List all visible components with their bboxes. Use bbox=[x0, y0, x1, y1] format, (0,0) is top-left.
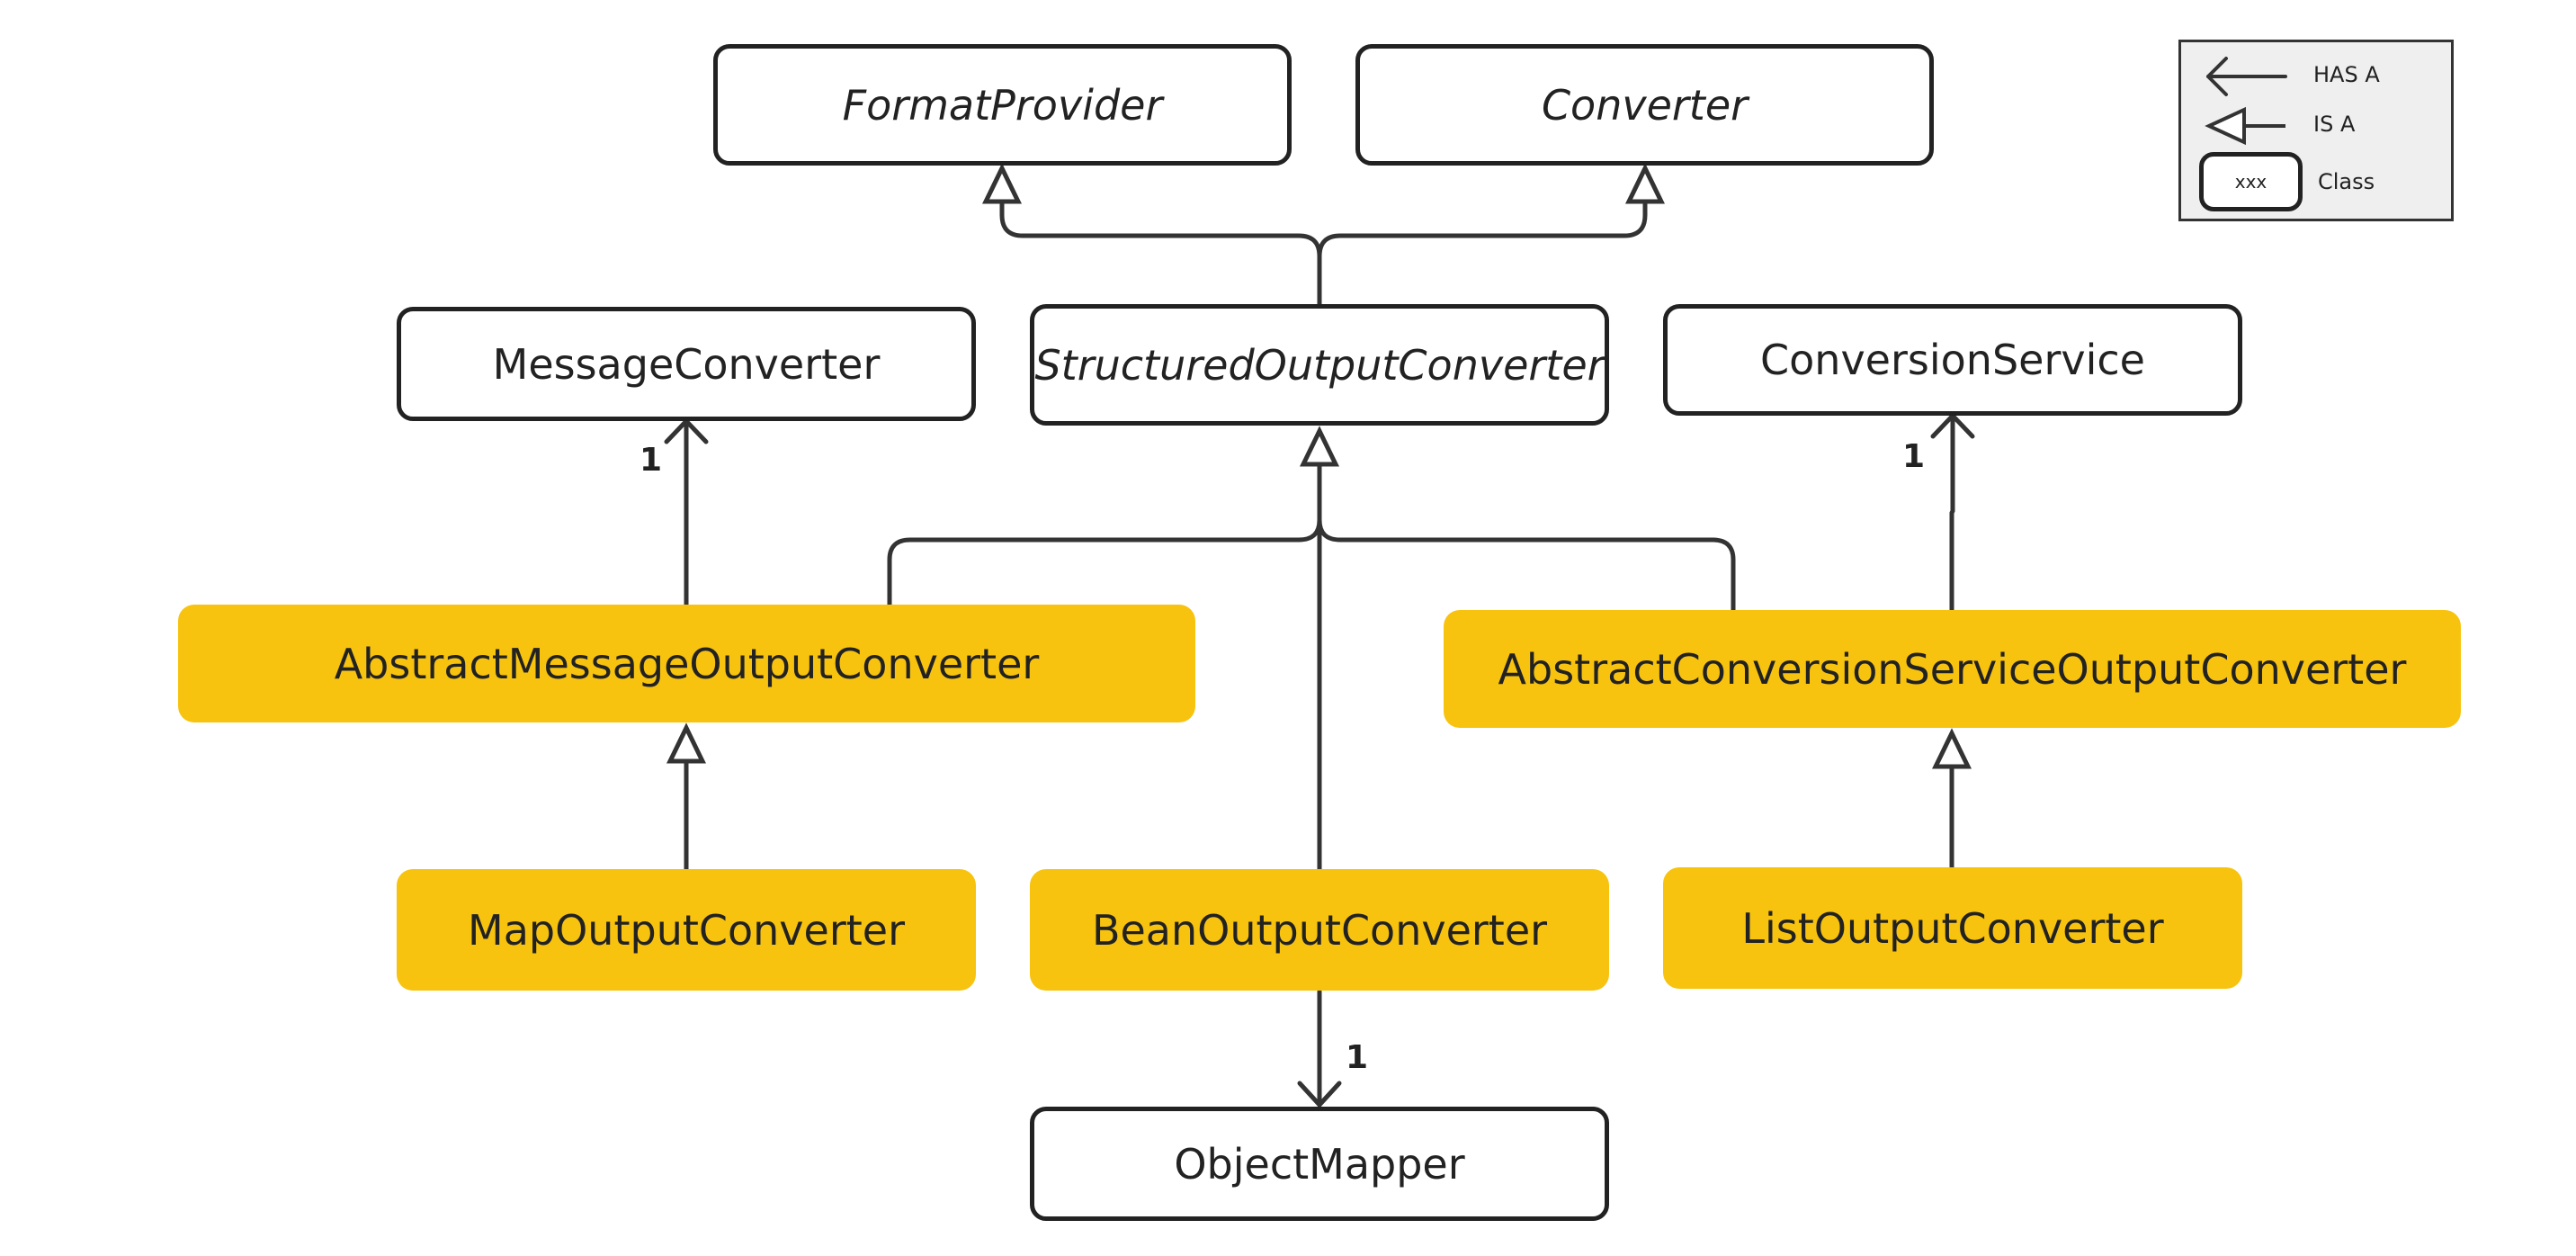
is-a-line-abstractconversion-to-structured bbox=[1317, 517, 1736, 613]
node-structured-output-converter: StructuredOutputConverter bbox=[1030, 304, 1609, 426]
has-a-line-abstractconversion-to-conversionservice bbox=[1949, 413, 1955, 613]
has-a-arrowhead-conversionservice bbox=[1930, 413, 1975, 439]
node-object-mapper: ObjectMapper bbox=[1030, 1107, 1609, 1221]
legend-class-box: xxx bbox=[2199, 152, 2303, 211]
legend-is-a-label: IS A bbox=[2313, 112, 2356, 137]
has-a-arrowhead-objectmapper bbox=[1297, 1081, 1342, 1108]
multiplicity-object-mapper: 1 bbox=[1346, 1039, 1369, 1076]
node-message-converter: MessageConverter bbox=[397, 307, 976, 421]
has-a-legend-icon bbox=[2206, 57, 2287, 96]
legend-class-label: Class bbox=[2318, 169, 2375, 194]
has-a-arrowhead-messageconverter bbox=[664, 418, 709, 444]
node-conversion-service: ConversionService bbox=[1663, 304, 2242, 416]
is-a-line-structured-to-converter bbox=[1317, 199, 1648, 259]
is-a-legend-icon bbox=[2205, 106, 2246, 146]
node-abstract-message-output-converter: AbstractMessageOutputConverter bbox=[178, 605, 1195, 722]
is-a-triangle-structured bbox=[1300, 426, 1339, 467]
multiplicity-conversion-service: 1 bbox=[1902, 438, 1926, 475]
multiplicity-message-converter: 1 bbox=[640, 442, 663, 479]
legend-symbols bbox=[2205, 57, 2287, 146]
node-list-output-converter: ListOutputConverter bbox=[1663, 867, 2242, 989]
is-a-triangle-abstractmessage bbox=[666, 722, 706, 764]
node-map-output-converter: MapOutputConverter bbox=[397, 869, 976, 991]
legend: HAS A IS A xxx Class bbox=[2178, 40, 2454, 221]
node-converter: Converter bbox=[1355, 44, 1934, 166]
is-a-line-abstractmessage-to-structured bbox=[887, 462, 1322, 607]
node-format-provider: FormatProvider bbox=[713, 44, 1292, 166]
node-bean-output-converter: BeanOutputConverter bbox=[1030, 869, 1609, 991]
legend-has-a-label: HAS A bbox=[2313, 62, 2380, 87]
is-a-triangle-formatprovider bbox=[982, 163, 1022, 204]
is-a-line-structured-to-formatprovider bbox=[999, 199, 1322, 307]
node-abstract-conversion-service-output-converter: AbstractConversionServiceOutputConverter bbox=[1444, 610, 2461, 728]
is-a-triangle-converter bbox=[1625, 163, 1665, 204]
is-a-triangle-abstractconversion bbox=[1932, 728, 1972, 769]
